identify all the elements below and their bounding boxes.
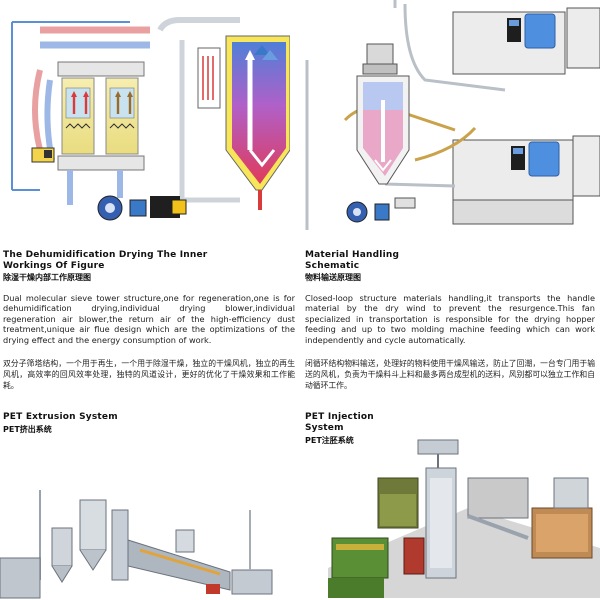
section-body-cn: 闭循环结构物料输送，处理好的物料使用干燥风输送，防止了回潮，一台专门用于输送的风… — [305, 359, 595, 390]
section-title-material-handling: Material Handling Schematic — [305, 250, 595, 272]
title-line: Schematic — [305, 261, 360, 271]
title-line: The Dehumidification Drying The Inner — [3, 250, 208, 260]
title-line: System — [305, 423, 344, 433]
section-body-en: Closed-loop structure materials handling… — [305, 293, 595, 345]
dehumidification-schematic — [0, 0, 290, 232]
section-title-cn: PET挤出系统 — [3, 425, 52, 434]
title-line: Material Handling — [305, 250, 400, 260]
section-title-cn: 除湿干燥内部工作原理图 — [3, 273, 91, 282]
title-line: PET Injection — [305, 412, 374, 422]
section-title-pet-extrusion: PET Extrusion System — [3, 412, 118, 422]
section-title-pet-injection: PET Injection System — [305, 412, 374, 434]
section-body-cn: 双分子筛塔结构，一个用于再生，一个用于除湿干燥，独立的干燥风机，独立的再生风机，… — [3, 359, 295, 390]
section-body-en: Dual molecular sieve tower structure,one… — [3, 293, 295, 345]
section-title-cn: PET注胚系统 — [305, 436, 354, 445]
section-title-dehumidification: The Dehumidification Drying The Inner Wo… — [3, 250, 293, 272]
section-title-cn: 物料输送原理图 — [305, 273, 361, 282]
pet-extrusion-illustration — [0, 470, 300, 600]
material-handling-schematic — [305, 0, 600, 232]
pet-injection-illustration — [318, 438, 600, 600]
title-line: Workings Of Figure — [3, 261, 105, 271]
